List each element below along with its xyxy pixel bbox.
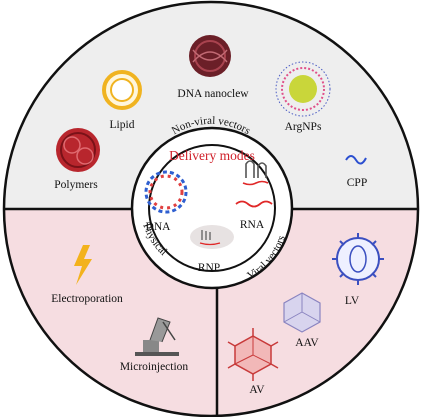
lower-region: [4, 209, 418, 416]
argnps-label: ArgNPs: [285, 121, 322, 133]
center-title: Delivery modes: [169, 148, 255, 163]
dna-nanoclew-icon: [189, 35, 231, 77]
upper-region: [4, 2, 418, 209]
lipid-label: Lipid: [110, 119, 135, 131]
rna-label: RNA: [240, 219, 265, 231]
cpp-icon: [345, 155, 367, 165]
rnp-icon: [190, 225, 234, 249]
cpp-label: CPP: [347, 177, 367, 189]
microinjection-icon: [135, 317, 179, 356]
aav-label: AAV: [295, 337, 319, 349]
dna-icon: [144, 170, 188, 214]
polymers-icon: [56, 128, 100, 172]
av-icon: [227, 328, 279, 381]
electroporation-label: Electroporation: [51, 293, 123, 305]
lv-label: LV: [345, 295, 360, 307]
rna-icon: [235, 160, 273, 208]
dna-label: DNA: [146, 221, 172, 233]
lipid-icon: [102, 70, 142, 110]
microinjection-label: Microinjection: [120, 361, 189, 373]
dna-nanoclew-label: DNA nanoclew: [177, 88, 249, 100]
aav-icon: [283, 292, 321, 333]
lightning-icon: [74, 245, 92, 285]
lv-icon: [332, 233, 384, 285]
argnps-icon: [275, 61, 331, 117]
polymers-label: Polymers: [54, 179, 98, 191]
rnp-label: RNP: [198, 262, 220, 274]
av-label: AV: [249, 384, 265, 396]
